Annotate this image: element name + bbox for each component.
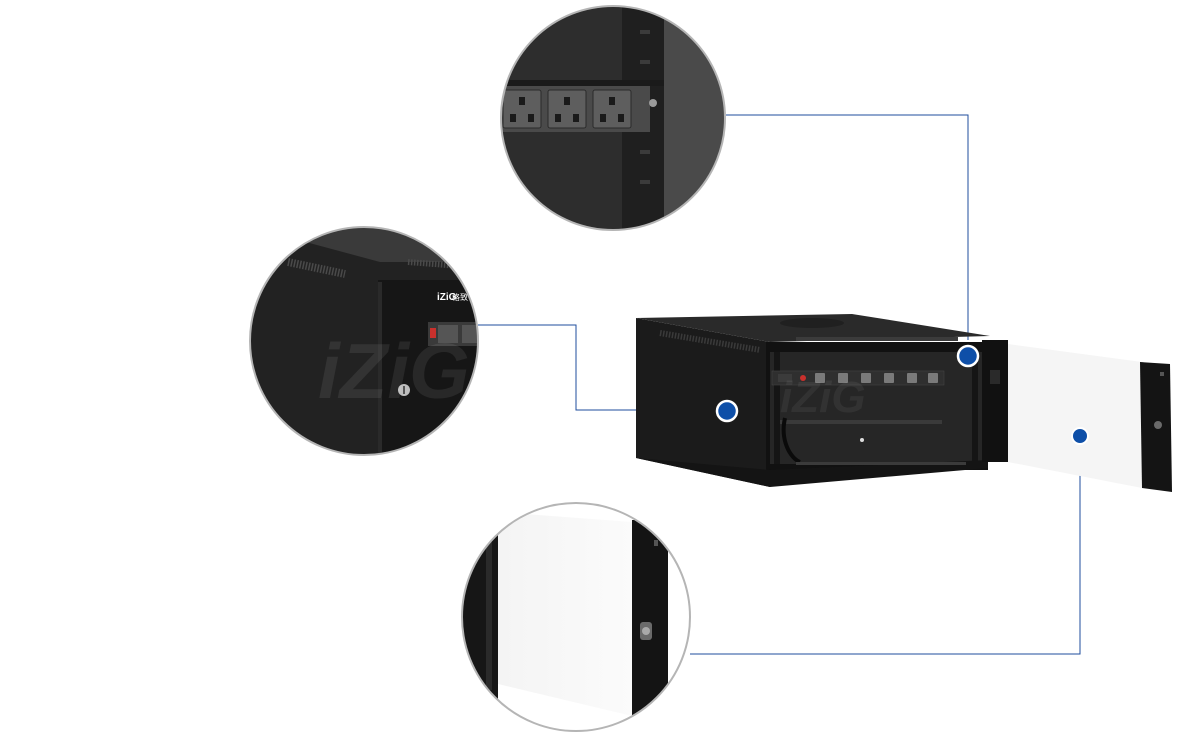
pdu-power-strip [771, 370, 945, 386]
zoom-lens-side-panel: iZiG 格致 iZiG [249, 226, 479, 456]
hotspot-side-panel[interactable] [715, 399, 739, 423]
logo-cn: 格致 [452, 292, 468, 302]
hotspot-rack[interactable] [956, 344, 980, 368]
wall-cabinet: iZiG [636, 314, 1172, 492]
logo-text: iZiG [437, 292, 457, 303]
callout-line-top [726, 114, 969, 340]
zoom-lens-door [461, 502, 691, 732]
cabinet-watermark: iZiG [780, 373, 866, 422]
lens-watermark: iZiG [318, 327, 470, 415]
glass-door [982, 340, 1172, 492]
top-vent [780, 318, 958, 341]
callout-line-bottom [690, 447, 1081, 655]
lock-icon [398, 384, 410, 396]
hotspot-glass-door[interactable] [1071, 427, 1089, 445]
zoom-lens-pdu [500, 5, 726, 231]
door-lock-icon [640, 622, 652, 640]
pdu-sockets [502, 89, 632, 129]
side-vent [659, 330, 761, 353]
